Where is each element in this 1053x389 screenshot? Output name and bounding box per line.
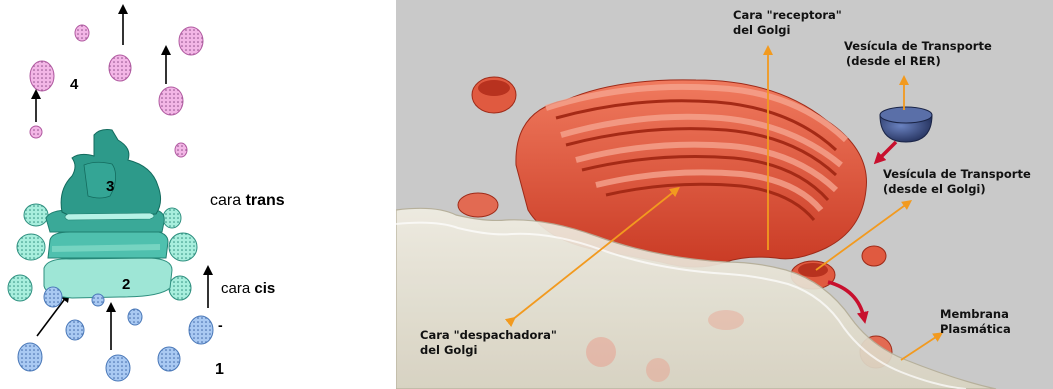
faded-vesicle	[646, 358, 670, 382]
label-cara-receptora: Cara "receptora" del Golgi	[733, 8, 846, 37]
golgi-vesicle-opening	[478, 80, 510, 96]
schematic-golgi-panel: 4 3 2 1 - cara trans cara cis	[0, 0, 396, 389]
label-membrana-plasmatica: Membrana Plasmática	[940, 307, 1013, 336]
golgi-vesicle	[458, 193, 498, 217]
cis-vesicle	[44, 287, 62, 307]
cis-vesicle	[189, 316, 213, 344]
faded-vesicle	[708, 310, 744, 330]
trans-vesicle	[109, 55, 131, 81]
cis-vesicles	[18, 287, 213, 381]
label-number-1: 1	[215, 361, 224, 378]
side-vesicle	[24, 204, 48, 226]
illustrated-golgi-panel: Cara "receptora" del Golgi Vesícula de T…	[396, 0, 1053, 389]
rer-transport-vesicle	[880, 107, 932, 142]
faded-vesicle	[586, 337, 616, 367]
cis-vesicle	[92, 294, 104, 306]
side-vesicle	[169, 233, 197, 261]
side-vesicle	[169, 276, 191, 300]
side-vesicle	[17, 234, 45, 260]
schematic-golgi-diagram: 4 3 2 1 - cara trans cara cis	[0, 0, 396, 389]
golgi-stack	[44, 130, 172, 298]
label-cara-trans: cara trans	[210, 192, 285, 209]
golgi-vesicle	[862, 246, 886, 266]
trans-vesicle	[179, 27, 203, 55]
cis-vesicle	[66, 320, 84, 340]
label-minus: -	[218, 317, 223, 333]
arrow-vesicle-incoming	[878, 142, 896, 160]
side-vesicle	[8, 275, 32, 301]
label-number-3: 3	[106, 178, 114, 195]
side-vesicle	[163, 208, 181, 228]
arrow-membrana	[901, 335, 939, 360]
trans-vesicle	[30, 61, 54, 91]
label-number-4: 4	[70, 76, 79, 93]
cis-vesicle	[106, 355, 130, 381]
trans-vesicle	[30, 126, 42, 138]
illustrated-golgi-diagram: Cara "receptora" del Golgi Vesícula de T…	[396, 0, 1053, 389]
label-vesicula-rer: Vesícula de Transporte (desde el RER)	[844, 39, 996, 68]
cisterna-lumen	[65, 213, 154, 220]
cis-vesicle	[18, 343, 42, 371]
trans-vesicle	[175, 143, 187, 157]
label-cara-cis: cara cis	[221, 280, 275, 297]
cis-vesicle	[158, 347, 180, 371]
trans-vesicle	[159, 87, 183, 115]
cis-cisterna	[44, 258, 172, 298]
trans-vesicle	[75, 25, 89, 41]
label-number-2: 2	[122, 276, 130, 293]
label-vesicula-golgi: Vesícula de Transporte (desde el Golgi)	[883, 167, 1035, 196]
cis-vesicle	[128, 309, 142, 325]
